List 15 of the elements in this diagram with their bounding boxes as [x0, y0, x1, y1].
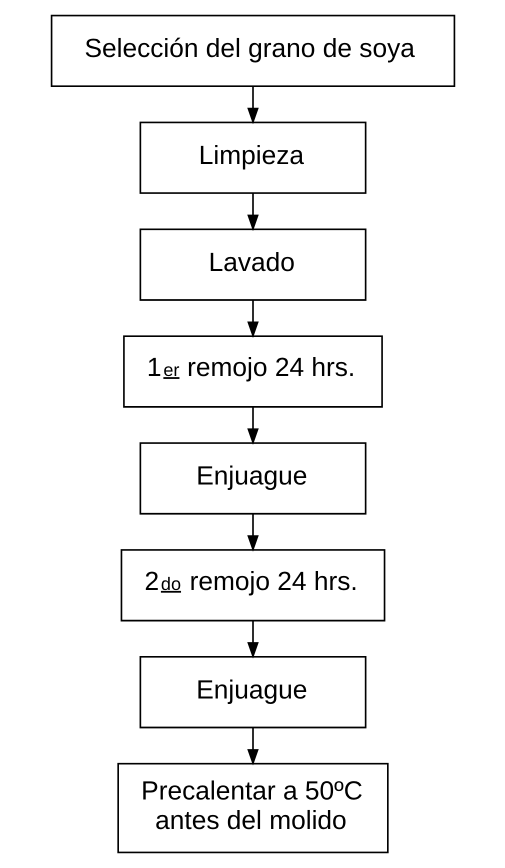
node-box: Limpieza: [139, 122, 366, 194]
arrow: [246, 193, 258, 232]
node-box: Enjuague: [139, 442, 366, 515]
node-box: 2do remojo 24 hrs.: [120, 549, 385, 622]
arrow: [246, 300, 258, 338]
node-box: Enjuague: [139, 656, 366, 728]
arrow: [246, 514, 258, 552]
node-box: 1er remojo 24 hrs.: [122, 335, 382, 408]
arrow: [246, 728, 258, 766]
node-box: Precalentar a 50ºC antes del molido: [116, 762, 388, 854]
node-box: Selección del grano de soya: [50, 14, 455, 88]
arrow: [246, 407, 258, 445]
arrow: [246, 620, 258, 659]
node-box: Lavado: [139, 228, 366, 301]
arrow: [246, 86, 258, 124]
